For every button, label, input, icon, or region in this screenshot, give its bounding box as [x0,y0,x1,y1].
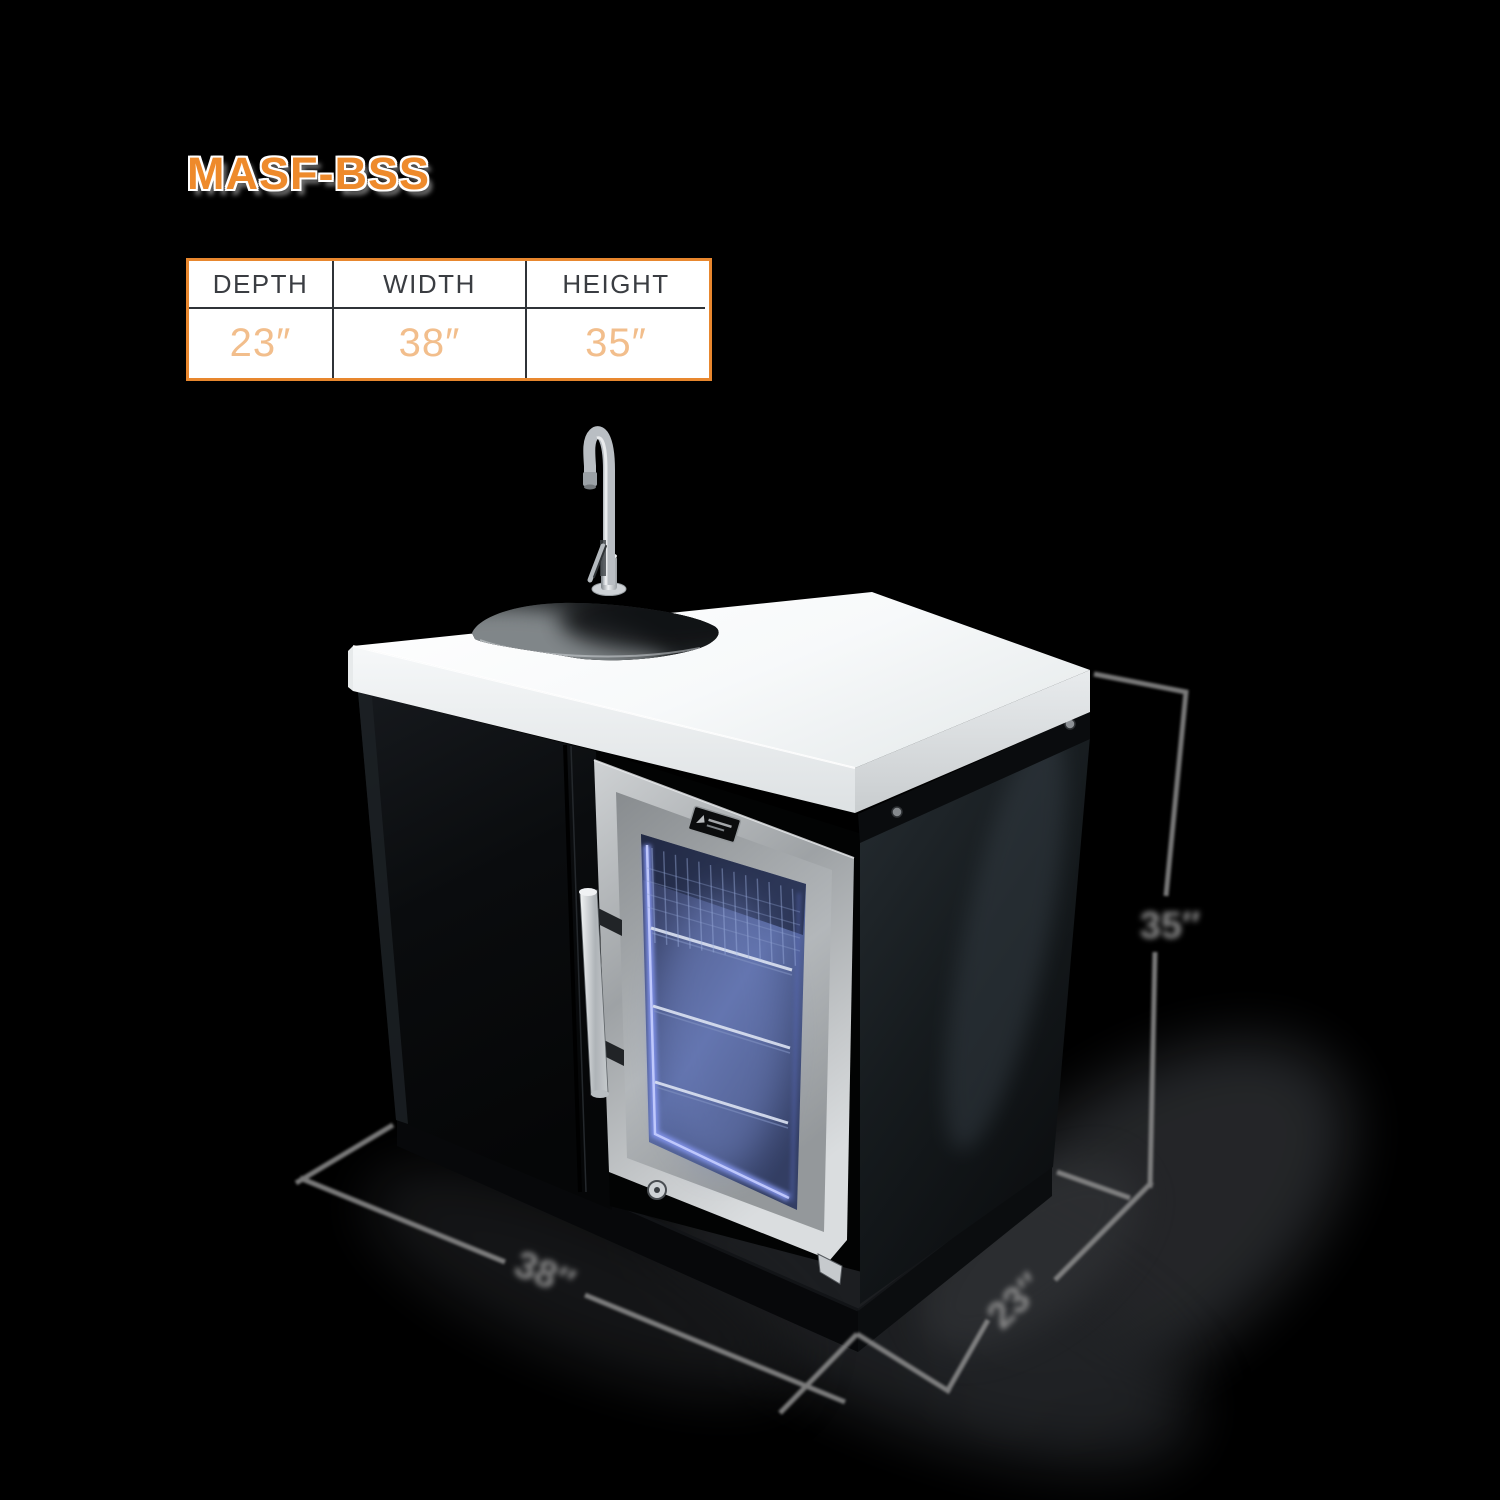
faucet [583,426,627,596]
spec-column-height: HEIGHT 35″ [527,261,705,378]
counter-trim [858,712,1090,843]
fridge-door [579,759,855,1285]
countertop [348,426,1090,813]
spec-header-height: HEIGHT [527,261,705,309]
trim-screw [891,806,903,818]
door-seam [563,744,582,1193]
width-extension-tick [294,1122,395,1186]
width-extension-tick [778,1332,859,1415]
fridge-handle [579,888,624,1098]
spec-value-height: 35″ [585,321,647,365]
brand-badge [687,805,742,844]
spec-value-width: 38″ [398,321,461,365]
dimension-annotations [294,671,1189,1415]
spec-value-depth: 23″ [229,321,292,365]
faucet-lever [587,543,606,583]
cabinet-right-panel [858,712,1090,1304]
door-lock [647,1180,667,1200]
door-foot [817,1253,843,1285]
spec-header-depth: DEPTH [189,261,332,309]
spec-column-depth: DEPTH 23″ [189,261,334,378]
spec-header-width: WIDTH [334,261,525,309]
height-dimension-label: 35″ [1140,905,1200,947]
fridge-wires [646,847,801,966]
fridge-led-glow [643,844,801,1203]
product-model-title: MASF-BSS [187,148,430,199]
depth-dimension-line [945,1318,991,1392]
spec-table: DEPTH 23″ WIDTH 38″ HEIGHT 35″ [186,258,712,381]
depth-extension-tick [1056,1169,1131,1201]
fridge-shelves [650,926,793,1129]
depth-dimension-line [1053,1180,1154,1282]
cabinet-left-door [358,692,612,1210]
height-dimension-line [1147,951,1158,1189]
sink-basin [472,602,719,661]
width-dimension-line [299,1175,506,1265]
width-dimension-line [584,1292,846,1405]
depth-extension-tick [855,1331,952,1395]
height-dimension-line [1093,671,1189,897]
spec-column-width: WIDTH 38″ [334,261,527,378]
